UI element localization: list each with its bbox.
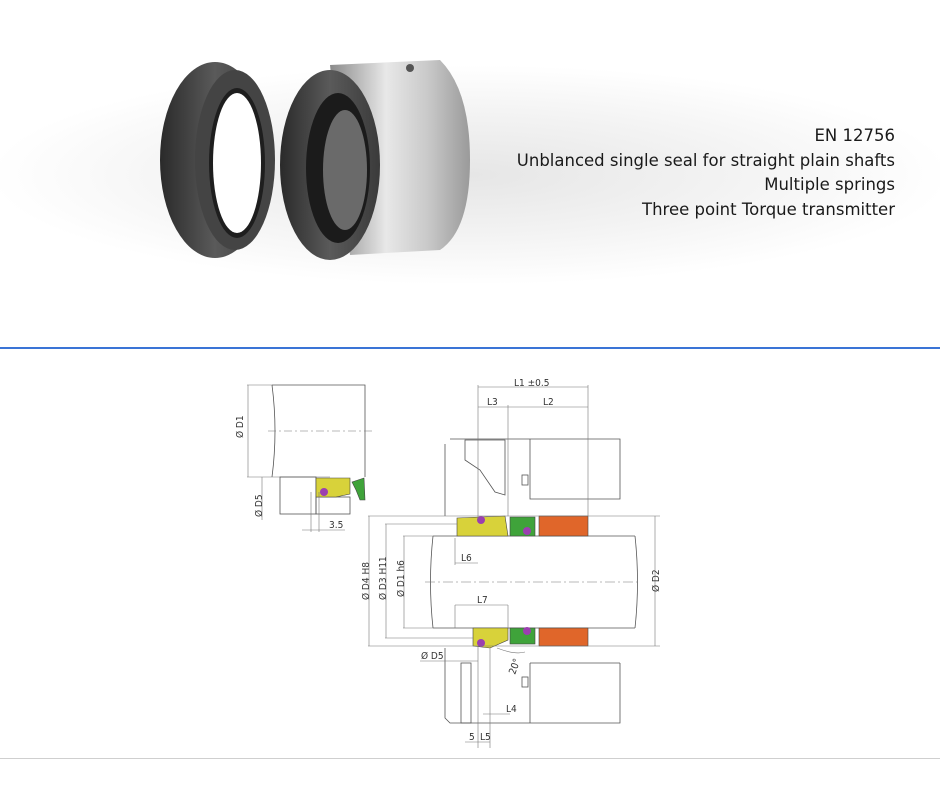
- stationary-seat-image: [160, 62, 275, 258]
- label-d5: Ø D5: [421, 650, 444, 662]
- oring: [477, 516, 485, 524]
- label-detail-3-5: 3.5: [329, 520, 343, 531]
- label-l2: L2: [543, 397, 554, 408]
- label-d3: Ø D3 H11: [377, 556, 389, 600]
- seat-ring-top: [456, 515, 509, 537]
- section-divider: [0, 347, 940, 349]
- spring-housing-top: [538, 515, 589, 537]
- detail-view: [247, 384, 372, 532]
- spring-housing-bottom: [538, 627, 589, 647]
- label-angle: 20°: [507, 657, 523, 676]
- seal-face-bottom: [509, 627, 536, 645]
- product-photo: [160, 60, 470, 260]
- main-section: [368, 385, 660, 748]
- label-l3: L3: [487, 397, 498, 408]
- label-d2: Ø D2: [650, 569, 662, 592]
- label-5: 5: [469, 732, 475, 743]
- section-bottom-border: [0, 758, 940, 759]
- label-l1: L1 ±0.5: [514, 378, 549, 389]
- spec-feature: Three point Torque transmitter: [642, 199, 895, 219]
- oring: [523, 627, 531, 635]
- label-detail-d1: Ø D1: [234, 415, 246, 438]
- spec-standard: EN 12756: [814, 126, 895, 145]
- rotating-unit-image: [280, 60, 470, 260]
- label-d1: Ø D1 h6: [395, 560, 407, 597]
- label-d4: Ø D4 H8: [360, 562, 372, 600]
- oring: [523, 527, 531, 535]
- product-spec-list: EN 12756 Unblanced single seal for strai…: [517, 124, 895, 222]
- seal-face-top: [509, 516, 536, 537]
- spec-feature: Unblanced single seal for straight plain…: [516, 150, 895, 170]
- label-l5: L5: [480, 732, 491, 743]
- label-l4: L4: [506, 704, 517, 715]
- product-hero: EN 12756 Unblanced single seal for strai…: [0, 0, 940, 300]
- oring: [477, 639, 485, 647]
- label-l6: L6: [461, 553, 472, 564]
- label-detail-d5: Ø D5: [253, 494, 265, 517]
- label-l7: L7: [477, 595, 488, 606]
- spec-feature: Multiple springs: [764, 175, 895, 194]
- detail-oring: [320, 488, 328, 496]
